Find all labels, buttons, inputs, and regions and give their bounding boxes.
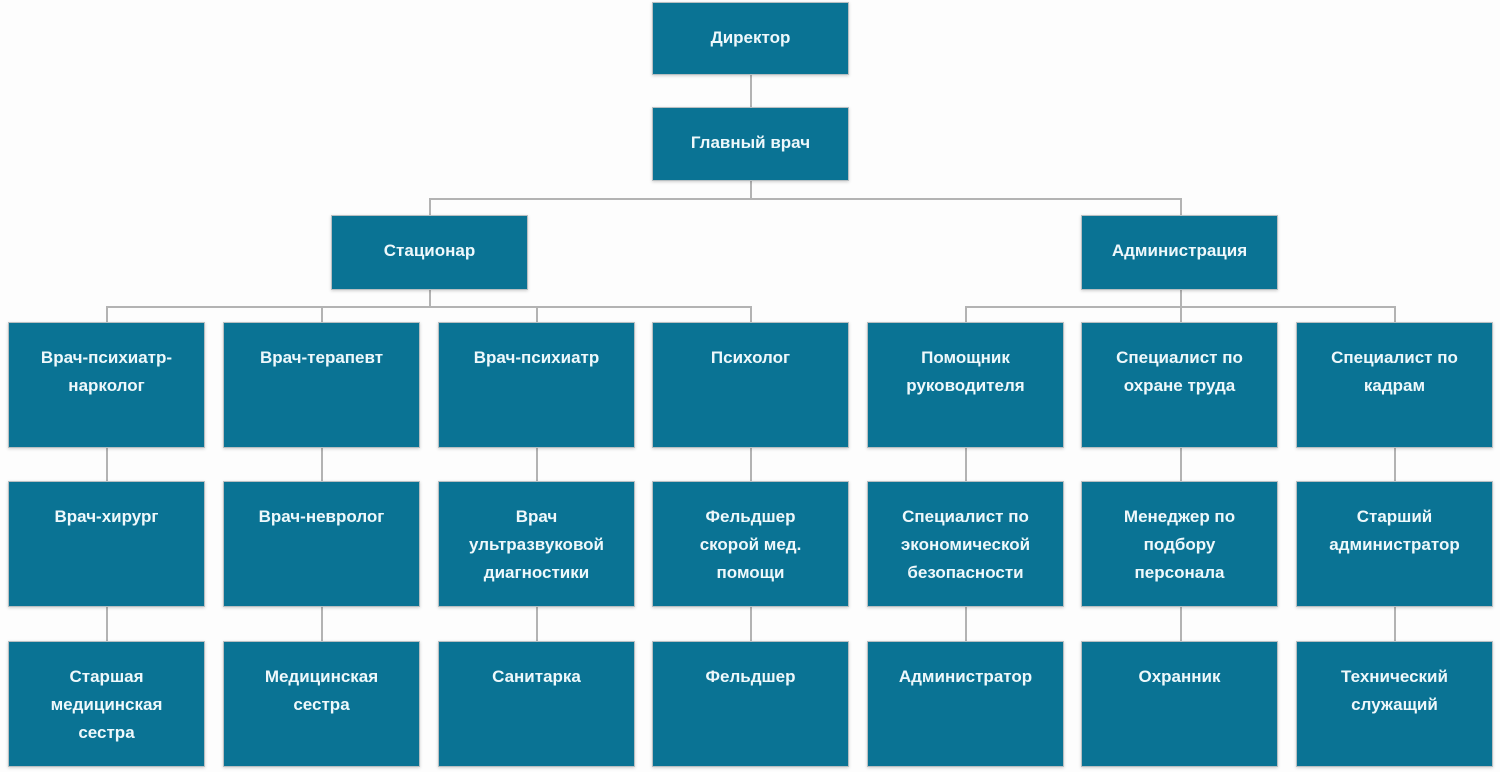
connector-stub [1394,448,1396,481]
connector-stub [106,306,108,322]
node-psychiatrist-narcologist: Врач-психиатр-нарколог [8,322,205,448]
node-recruitment-manager: Менеджер по подбору персонала [1081,481,1278,607]
node-psychiatrist: Врач-психиатр [438,322,635,448]
connector-administration-down [1180,290,1182,307]
connector-stub [106,448,108,481]
connector-stub [536,306,538,322]
node-labor-safety-specialist: Специалист по охране труда [1081,322,1278,448]
node-executive-assistant: Помощник руководителя [867,322,1064,448]
connector-stub [750,607,752,641]
node-therapist: Врач-терапевт [223,322,420,448]
node-psychologist: Психолог [652,322,849,448]
node-director: Директор [652,2,849,75]
connector-stub [1394,306,1396,322]
connector-stub [321,448,323,481]
node-senior-administrator: Старший администратор [1296,481,1493,607]
connector-stub [965,306,967,322]
node-surgeon: Врач-хирург [8,481,205,607]
connector-stub [536,607,538,641]
node-nurse: Медицинская сестра [223,641,420,767]
node-administrator: Администратор [867,641,1064,767]
connector-stub [1180,607,1182,641]
connector-branch-bar [429,198,1181,200]
node-administration-branch: Администрация [1081,215,1278,290]
connector-stub [1180,306,1182,322]
node-neurologist: Врач-невролог [223,481,420,607]
connector-stub [106,607,108,641]
node-head-nurse: Старшая медицинская сестра [8,641,205,767]
connector-inpatient-bar [106,306,751,308]
node-inpatient-branch: Стационар [331,215,528,290]
node-technical-worker: Технический служащий [1296,641,1493,767]
node-paramedic: Фельдшер [652,641,849,767]
connector-director-chief [750,75,752,107]
connector-stub [965,448,967,481]
connector-inpatient-down [429,290,431,307]
connector-stub [1180,448,1182,481]
node-ambulance-paramedic: Фельдшер скорой мед. помощи [652,481,849,607]
connector-stub [321,607,323,641]
connector-stub [965,607,967,641]
node-hr-specialist: Специалист по кадрам [1296,322,1493,448]
connector-stub [1394,607,1396,641]
node-chief-physician: Главный врач [652,107,849,181]
connector-stub [750,306,752,322]
node-security-guard: Охранник [1081,641,1278,767]
connector-stub [321,306,323,322]
connector-stub [536,448,538,481]
node-economic-security-specialist: Специалист по экономической безопасности [867,481,1064,607]
connector-to-administration [1180,198,1182,215]
node-ultrasound-doctor: Врач ультразвуковой диагностики [438,481,635,607]
node-orderly: Санитарка [438,641,635,767]
connector-chief-down [750,181,752,199]
connector-stub [750,448,752,481]
connector-to-inpatient [429,198,431,215]
